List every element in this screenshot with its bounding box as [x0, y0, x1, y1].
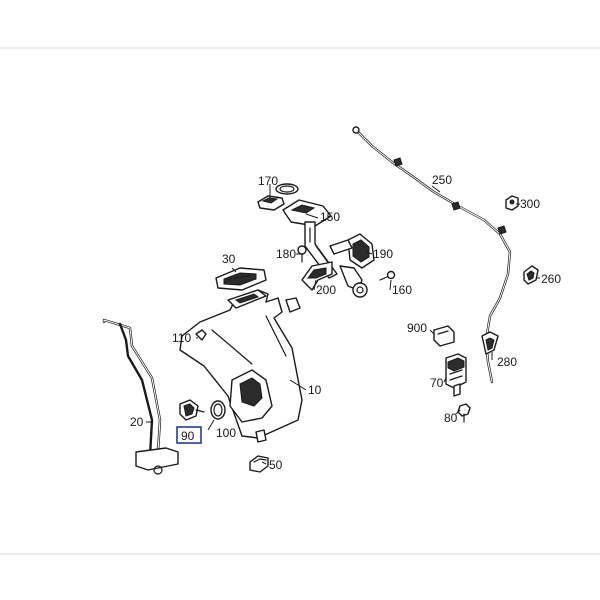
- part-20-filler-pipe[interactable]: [102, 318, 179, 475]
- label-260[interactable]: 260: [541, 272, 561, 286]
- label-180[interactable]: 180: [276, 247, 296, 261]
- label-150[interactable]: 150: [320, 210, 340, 224]
- part-300-clip[interactable]: [505, 195, 519, 211]
- part-260-bracket[interactable]: [523, 265, 539, 285]
- label-160[interactable]: 160: [392, 283, 412, 297]
- part-100-grommet[interactable]: [210, 400, 226, 420]
- part-170-seal-ring[interactable]: [275, 183, 299, 195]
- part-70-washer-pump[interactable]: [445, 353, 467, 397]
- part-170-cap[interactable]: [257, 195, 285, 211]
- label-30[interactable]: 30: [222, 252, 236, 266]
- label-200[interactable]: 200: [316, 283, 336, 297]
- label-50[interactable]: 50: [269, 458, 283, 472]
- label-100[interactable]: 100: [216, 426, 236, 440]
- label-190[interactable]: 190: [373, 247, 393, 261]
- part-10-washer-reservoir[interactable]: [179, 289, 303, 443]
- part-200-clamp[interactable]: [301, 261, 368, 298]
- label-280[interactable]: 280: [497, 355, 517, 369]
- part-labels: 170 150 180 190 200 160 30 110 10 20 90 …: [130, 173, 561, 472]
- part-190-bracket[interactable]: [329, 233, 375, 269]
- label-70[interactable]: 70: [430, 376, 444, 390]
- part-80-grommet[interactable]: [457, 403, 471, 423]
- part-900-connector[interactable]: [433, 325, 455, 347]
- leader-lines: [146, 184, 540, 465]
- part-90-level-sensor[interactable]: [179, 399, 205, 421]
- label-90[interactable]: 90: [181, 429, 195, 443]
- label-110[interactable]: 110: [172, 331, 191, 345]
- part-110-clip[interactable]: [195, 329, 207, 341]
- label-20[interactable]: 20: [130, 415, 144, 429]
- part-30-cover[interactable]: [215, 267, 267, 291]
- label-170[interactable]: 170: [258, 174, 278, 188]
- label-300[interactable]: 300: [520, 197, 540, 211]
- label-250[interactable]: 250: [432, 173, 452, 187]
- label-10[interactable]: 10: [308, 383, 322, 397]
- label-900[interactable]: 900: [407, 321, 427, 335]
- part-50-cap[interactable]: [249, 455, 269, 473]
- part-280-connector[interactable]: [481, 331, 499, 355]
- part-250-washer-hose[interactable]: [352, 126, 512, 384]
- part-160-screw[interactable]: [379, 270, 396, 281]
- label-80[interactable]: 80: [444, 411, 458, 425]
- selected-part-highlight-box[interactable]: [176, 426, 202, 444]
